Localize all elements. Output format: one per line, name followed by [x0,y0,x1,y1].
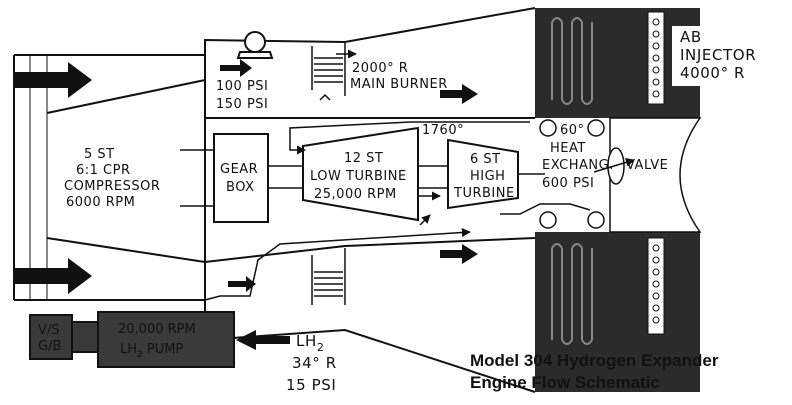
label-ab: AB [680,28,702,46]
top-pump-icon [236,31,274,59]
label-100psi: 100 PSI [216,79,268,94]
label-lh2: LH2 [296,332,324,354]
label-pump-name: LH2 PUMP [120,342,183,360]
ab-injector-lower [610,232,700,392]
flow-arrow-bottom [440,244,478,264]
label-comp-3: COMPRESSOR [64,179,160,194]
shafts [180,149,448,207]
flow-arrow-lower [228,276,256,292]
label-60: 60° [560,123,585,138]
lh2-inlet-arrow [236,330,290,350]
label-lt-2: LOW TURBINE [310,169,407,184]
label-150psi: 150 PSI [216,97,268,112]
label-ht-1: 6 ST [470,152,501,167]
flow-lines [204,93,591,301]
flow-arrow-100psi [220,59,252,77]
label-main-burner: MAIN BURNER [350,77,448,92]
label-heat: HEAT [550,141,586,156]
label-injector: INJECTOR [680,46,756,64]
label-exchang: EXCHANG. [542,158,614,173]
valve-arrow [593,158,635,173]
label-lt-3: 25,000 RPM [314,187,397,202]
label-comp-4: 6000 RPM [66,195,135,210]
ab-injector-upper [610,8,756,118]
label-burner-temp: 2000° R [352,61,408,76]
label-lt-1: 12 ST [344,151,383,166]
label-ab-temp: 4000° R [680,64,745,82]
label-ht-3: TURBINE [453,186,515,201]
label-valve: VALVE [626,158,668,173]
label-pump-rpm: 20,000 RPM [118,322,196,337]
bottom-burner-grid [311,248,346,305]
label-box: BOX [226,180,255,195]
title-line-1: Model 304 Hydrogen Expander [470,351,719,370]
label-gb: G/B [38,339,61,354]
label-comp-2: 6:1 CPR [76,163,131,178]
label-1760: 1760° [422,123,464,138]
high-turbine [447,138,519,210]
label-comp-1: 5 ST [84,147,115,162]
label-ht-2: HIGH [470,169,505,184]
hx-circles [539,119,605,229]
heat-exchanger-lower [535,232,610,392]
heat-exchanger-upper [535,8,610,118]
nozzle [609,117,702,233]
main-burner-grid [311,42,346,96]
flow-arrow-burner [440,84,478,104]
label-lh2-psi: 15 PSI [286,376,336,394]
engine-casing [13,7,536,393]
label-vs: V/S [38,323,60,338]
gear-box [213,133,269,223]
label-lh2-temp: 34° R [292,354,337,372]
inlet-arrow-top [14,62,92,98]
low-turbine [302,126,419,222]
lh2-pump [29,311,235,368]
label-600psi: 600 PSI [542,176,594,191]
label-gear: GEAR [220,162,258,177]
title-line-2: Engine Flow Schematic [470,373,660,392]
inlet-arrow-bottom [14,258,92,294]
